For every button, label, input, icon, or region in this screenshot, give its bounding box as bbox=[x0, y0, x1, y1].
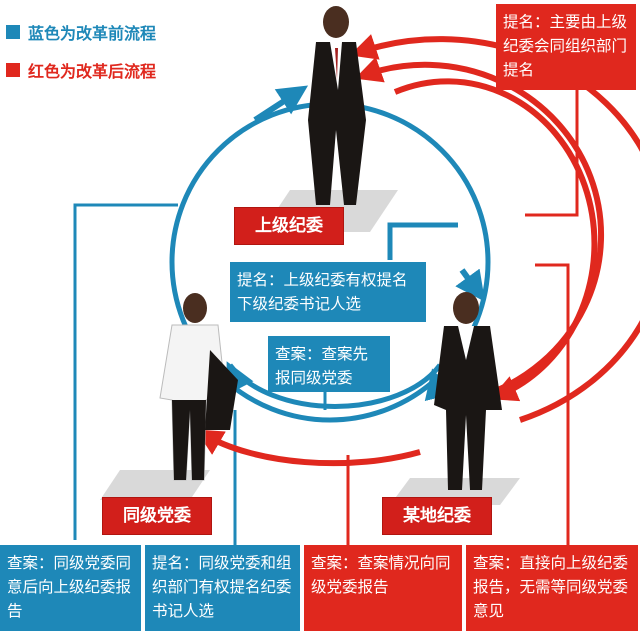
box-case-new-right: 查案：直接向上级纪委报告，无需等同级党委意见 bbox=[466, 545, 638, 631]
legend-blue-label: 蓝色为改革前流程 bbox=[28, 24, 157, 43]
box-case-new-mid: 查案：查案情况向同级党委报告 bbox=[304, 545, 462, 631]
legend-red-swatch bbox=[6, 63, 20, 77]
box-nominate-new: 提名：主要由上级纪委会同组织部门提名 bbox=[496, 4, 636, 90]
legend-red: 红色为改革后流程 bbox=[6, 58, 156, 82]
businessman-figure-same-level bbox=[159, 293, 238, 481]
legend-blue-swatch bbox=[6, 25, 20, 39]
box-case-report-old: 查案：查案先报同级党委 bbox=[268, 336, 390, 392]
businessman-figure-local bbox=[434, 292, 502, 490]
box-nominate-old-left: 提名：同级党委和组织部门有权提名纪委书记人选 bbox=[145, 545, 300, 631]
node-upper-commission: 上级纪委 bbox=[234, 207, 344, 245]
legend-red-label: 红色为改革后流程 bbox=[28, 62, 157, 81]
legend-blue: 蓝色为改革前流程 bbox=[6, 20, 156, 44]
node-local-commission: 某地纪委 bbox=[382, 497, 492, 535]
node-same-level-committee: 同级党委 bbox=[102, 497, 212, 535]
box-case-old-left: 查案：同级党委同意后向上级纪委报告 bbox=[0, 545, 141, 631]
box-nominate-old-center: 提名：上级纪委有权提名下级纪委书记人选 bbox=[230, 262, 426, 322]
businessman-figure-upper bbox=[308, 6, 366, 205]
